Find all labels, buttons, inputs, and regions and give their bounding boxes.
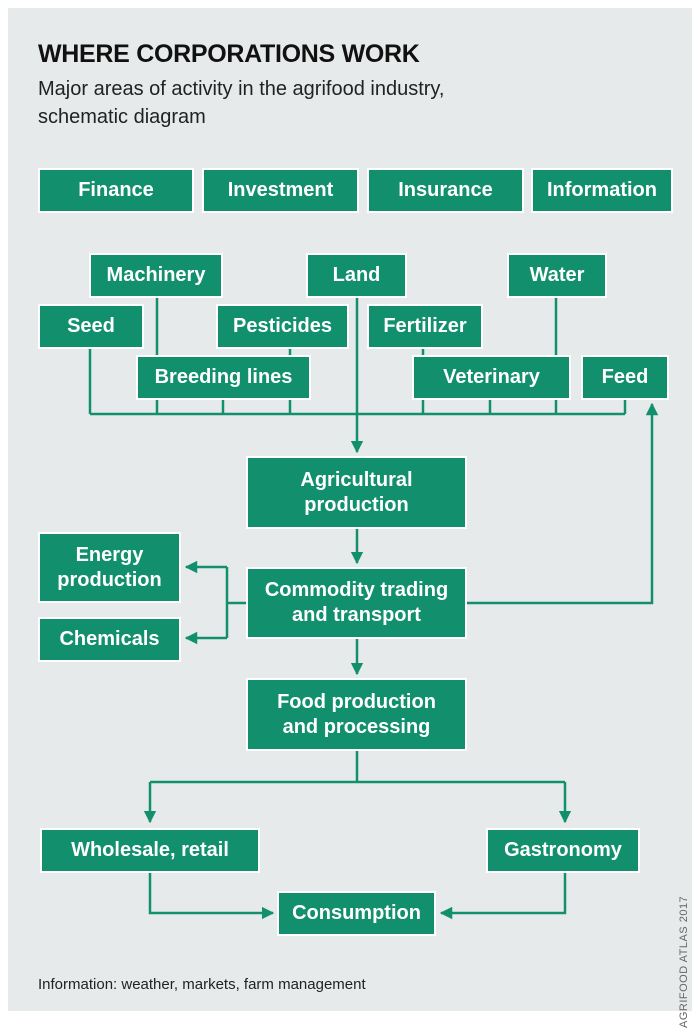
seed-box: Seed bbox=[40, 306, 142, 347]
trading-to-feed-arrow bbox=[466, 402, 659, 605]
diagram-subtitle: Major areas of activity in the agrifood … bbox=[38, 78, 445, 128]
land-box: Land bbox=[308, 255, 405, 296]
wholesale-to-consumption-arrow bbox=[148, 871, 275, 920]
energy-production-box: Energy production bbox=[40, 534, 179, 601]
food-production-box: Food production and processing bbox=[248, 680, 465, 749]
veterinary-box: Veterinary bbox=[414, 357, 569, 398]
fertilizer-box: Fertilizer bbox=[369, 306, 481, 347]
pesticides-box: Pesticides bbox=[218, 306, 347, 347]
breeding-lines-box: Breeding lines bbox=[138, 357, 309, 398]
chemicals-box: Chemicals bbox=[40, 619, 179, 660]
machinery-box: Machinery bbox=[91, 255, 221, 296]
footnote: Information: weather, markets, farm mana… bbox=[38, 976, 366, 993]
source-credit: AGRIFOOD ATLAS 2017 bbox=[678, 895, 690, 1028]
water-box: Water bbox=[509, 255, 605, 296]
investment-box: Investment bbox=[204, 170, 357, 211]
gastronomy-to-consumption-arrow bbox=[439, 871, 567, 920]
finance-box: Finance bbox=[40, 170, 192, 211]
consumption-box: Consumption bbox=[279, 893, 434, 934]
gastronomy-box: Gastronomy bbox=[488, 830, 638, 871]
agricultural-production-box: Agricultural production bbox=[248, 458, 465, 527]
insurance-box: Insurance bbox=[369, 170, 522, 211]
commodity-trading-box: Commodity trading and transport bbox=[248, 569, 465, 637]
information-box: Information bbox=[533, 170, 671, 211]
wholesale-retail-box: Wholesale, retail bbox=[42, 830, 258, 871]
diagram-title: WHERE CORPORATIONS WORK bbox=[38, 40, 420, 68]
feed-box: Feed bbox=[583, 357, 667, 398]
